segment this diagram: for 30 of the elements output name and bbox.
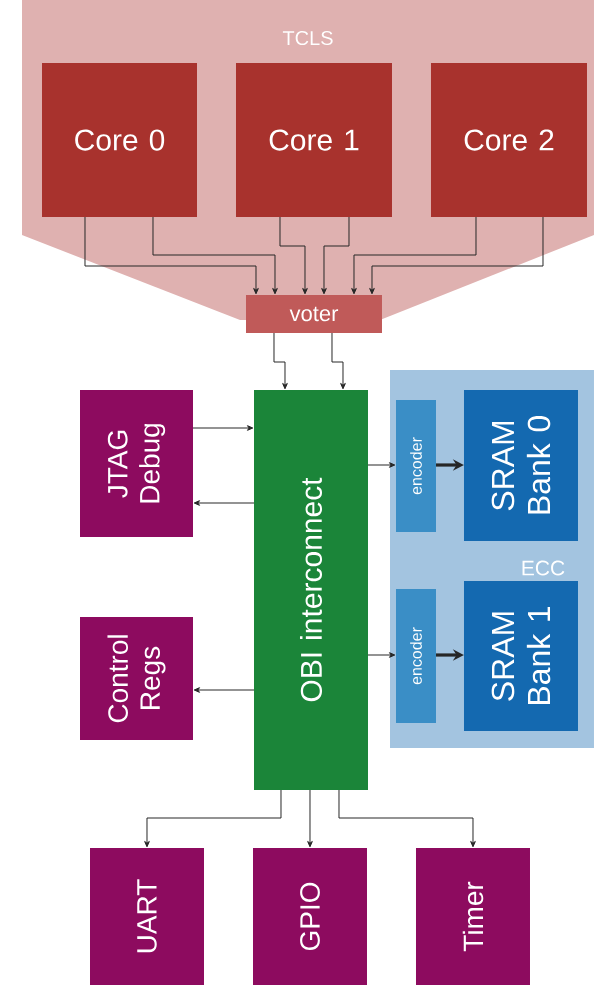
peripheral-block: Timer: [416, 848, 530, 985]
arrow: [307, 789, 313, 848]
arrow: [369, 216, 544, 295]
arrow: [84, 216, 259, 295]
voter-box: voter: [246, 295, 382, 333]
arrow: [351, 216, 477, 295]
encoder-box: encoder: [396, 400, 436, 532]
arrow: [279, 216, 308, 295]
memory-bank: SRAM Bank 1: [464, 581, 578, 731]
peripheral-block: JTAG Debug: [80, 390, 193, 537]
arrow: [144, 789, 282, 848]
encoder-box: encoder: [396, 589, 436, 723]
arrow: [193, 500, 255, 506]
arrow: [367, 652, 396, 658]
interconnect-bar: OBI interconnect: [254, 390, 368, 790]
core-block: Core 1: [236, 63, 392, 217]
arrow: [152, 216, 278, 295]
arrow: [367, 462, 396, 468]
arrow: [192, 425, 254, 431]
peripheral-block: UART: [90, 848, 204, 985]
peripheral-block: GPIO: [253, 848, 367, 985]
core-block: Core 2: [431, 63, 587, 217]
arrow: [193, 687, 255, 693]
arrow: [321, 216, 350, 295]
core-block: Core 0: [42, 63, 197, 217]
arrow: [338, 789, 476, 848]
peripheral-block: Control Regs: [80, 617, 193, 740]
memory-bank: SRAM Bank 0: [464, 390, 578, 541]
arrow: [273, 332, 288, 390]
arrow: [331, 332, 346, 390]
